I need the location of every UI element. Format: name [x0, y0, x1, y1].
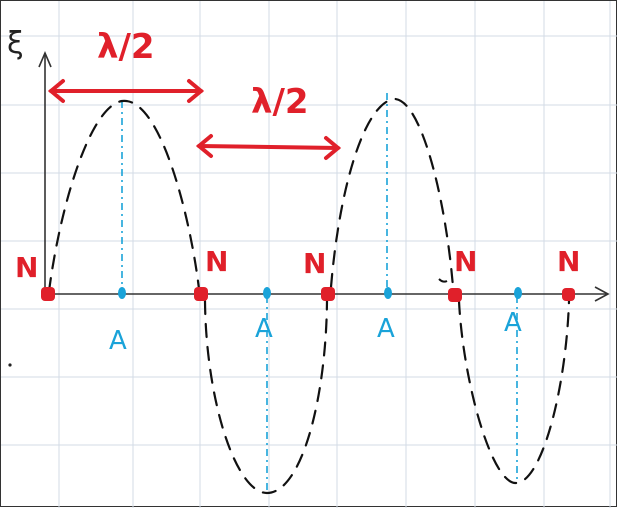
- antinode-guides: [121, 93, 518, 491]
- node-label-2: N: [205, 245, 228, 278]
- antinode-marker-3: [384, 287, 392, 299]
- antinode-label-3: A: [377, 314, 395, 344]
- antinode-marker-4: [514, 287, 522, 299]
- stray-squiggle: [438, 278, 448, 283]
- standing-wave-curve: [47, 97, 571, 495]
- antinode-label-4: A: [504, 308, 522, 338]
- antinode-label-2: A: [255, 314, 273, 344]
- axis-symbol-xi: ξ: [7, 26, 24, 61]
- wave-loop-3: [329, 97, 455, 289]
- half-wavelength-label-2: λ/2: [251, 82, 309, 122]
- node-label-5: N: [557, 245, 580, 278]
- antinode-marker-1: [118, 287, 126, 299]
- node-marker-1: [41, 287, 55, 301]
- antinode-label-1: A: [109, 326, 127, 356]
- node-marker-5: [562, 288, 575, 301]
- antinodes: [118, 287, 522, 299]
- half-wavelength-arrow-1: [47, 79, 205, 103]
- antinode-labels: A A A A: [109, 308, 522, 356]
- stray-dot: [8, 363, 12, 367]
- node-marker-4: [448, 288, 462, 302]
- y-axis-arrowhead: [38, 50, 52, 68]
- wave-loop-4: [457, 299, 571, 485]
- nodes: [41, 287, 575, 302]
- node-labels: N N N N N: [15, 245, 580, 284]
- node-label-4: N: [454, 245, 477, 278]
- node-label-3: N: [303, 247, 326, 280]
- half-wavelength-arrow-2: [195, 134, 342, 160]
- x-axis-arrowhead: [594, 286, 610, 302]
- node-label-1: N: [15, 251, 38, 284]
- wave-loop-1: [47, 99, 201, 293]
- node-marker-2: [194, 287, 208, 301]
- node-marker-3: [321, 287, 335, 301]
- wave-loop-2: [203, 299, 329, 495]
- half-wavelength-label-1: λ/2: [97, 27, 155, 67]
- antinode-marker-2: [263, 287, 271, 299]
